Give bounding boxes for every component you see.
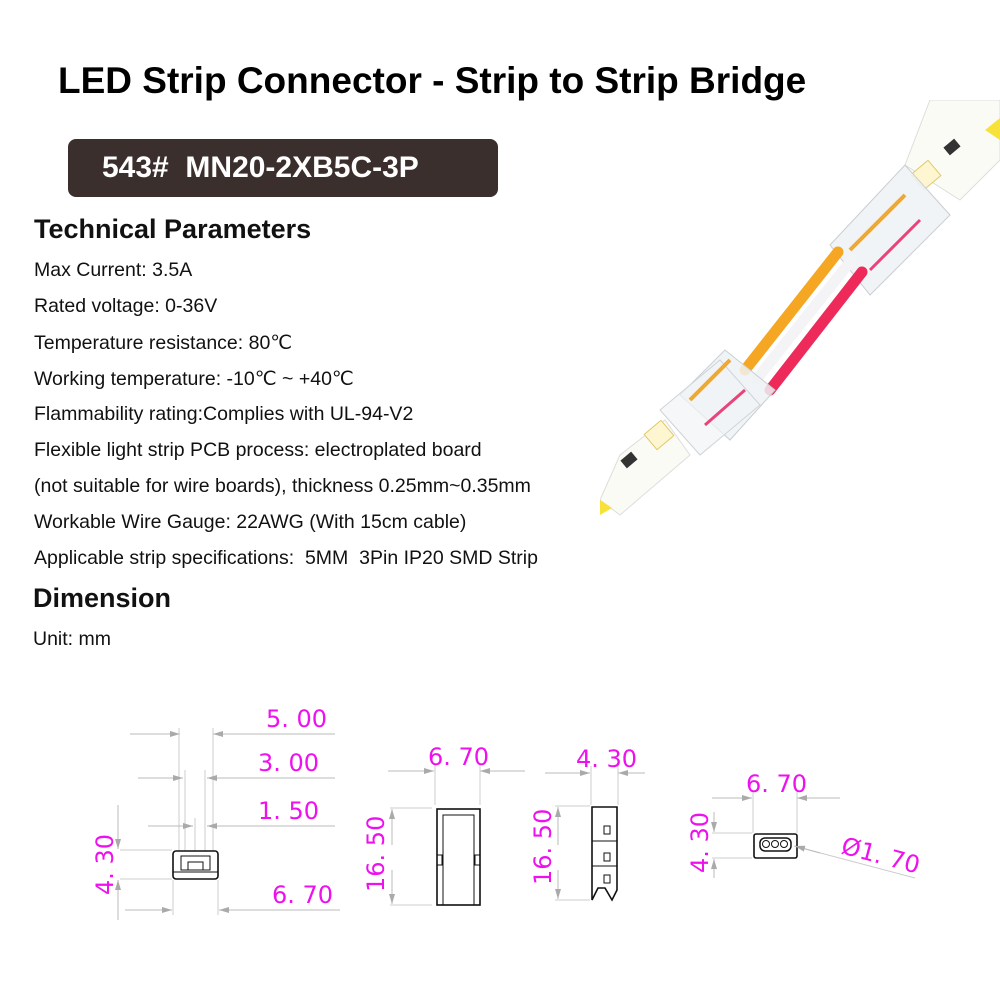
dim-6-70-top: 6. 70 (428, 743, 489, 771)
page-title: LED Strip Connector - Strip to Strip Bri… (58, 60, 807, 101)
dim-3-00: 3. 00 (258, 749, 319, 777)
connector-bottom (659, 349, 776, 456)
dim-4-30-end: 4. 30 (686, 812, 714, 873)
param-wire-gauge: Workable Wire Gauge: 22AWG (With 15cm ca… (34, 511, 467, 533)
dim-16-50-side: 16. 50 (529, 809, 557, 885)
dim-diameter-1-70: Ø1. 70 (838, 832, 922, 880)
param-pcb-process: Flexible light strip PCB process: electr… (34, 439, 482, 461)
front-view-drawing: 5. 00 3. 00 1. 50 6. 70 4. 30 (91, 705, 340, 920)
top-view-drawing: 6. 70 16. 50 (362, 743, 525, 906)
dim-4-30-front: 4. 30 (91, 834, 119, 895)
dim-4-30-side: 4. 30 (576, 745, 637, 773)
end-view-drawing: 6. 70 4. 30 Ø1. 70 (686, 770, 923, 879)
param-rated-voltage: Rated voltage: 0-36V (34, 295, 218, 317)
connector-top (829, 164, 951, 296)
dimension-drawings: 5. 00 3. 00 1. 50 6. 70 4. 30 6. 70 16. … (91, 705, 923, 920)
param-pcb-thickness: (not suitable for wire boards), thicknes… (34, 475, 531, 497)
param-flammability: Flammability rating:Complies with UL-94-… (34, 403, 414, 425)
dimension-heading: Dimension (33, 583, 172, 613)
dim-6-70-end: 6. 70 (746, 770, 807, 798)
unit-label: Unit: mm (33, 628, 111, 650)
dim-1-50: 1. 50 (258, 797, 319, 825)
side-view-drawing: 4. 30 16. 50 (529, 745, 645, 902)
technical-parameters-heading: Technical Parameters (34, 214, 312, 244)
param-working-temperature: Working temperature: -10℃ ~ +40℃ (34, 368, 354, 390)
dim-5-00: 5. 00 (266, 705, 327, 733)
param-strip-spec: Applicable strip specifications: 5MM 3Pi… (34, 547, 538, 569)
param-max-current: Max Current: 3.5A (34, 259, 193, 281)
dim-6-70-front: 6. 70 (272, 881, 333, 909)
product-photo (600, 100, 1000, 516)
wires (739, 246, 868, 396)
param-temperature-resistance: Temperature resistance: 80℃ (34, 332, 293, 354)
dim-16-50-top: 16. 50 (362, 816, 390, 892)
led-strip-bottom (600, 419, 691, 516)
model-badge: 543# MN20-2XB5C-3P (68, 139, 498, 197)
